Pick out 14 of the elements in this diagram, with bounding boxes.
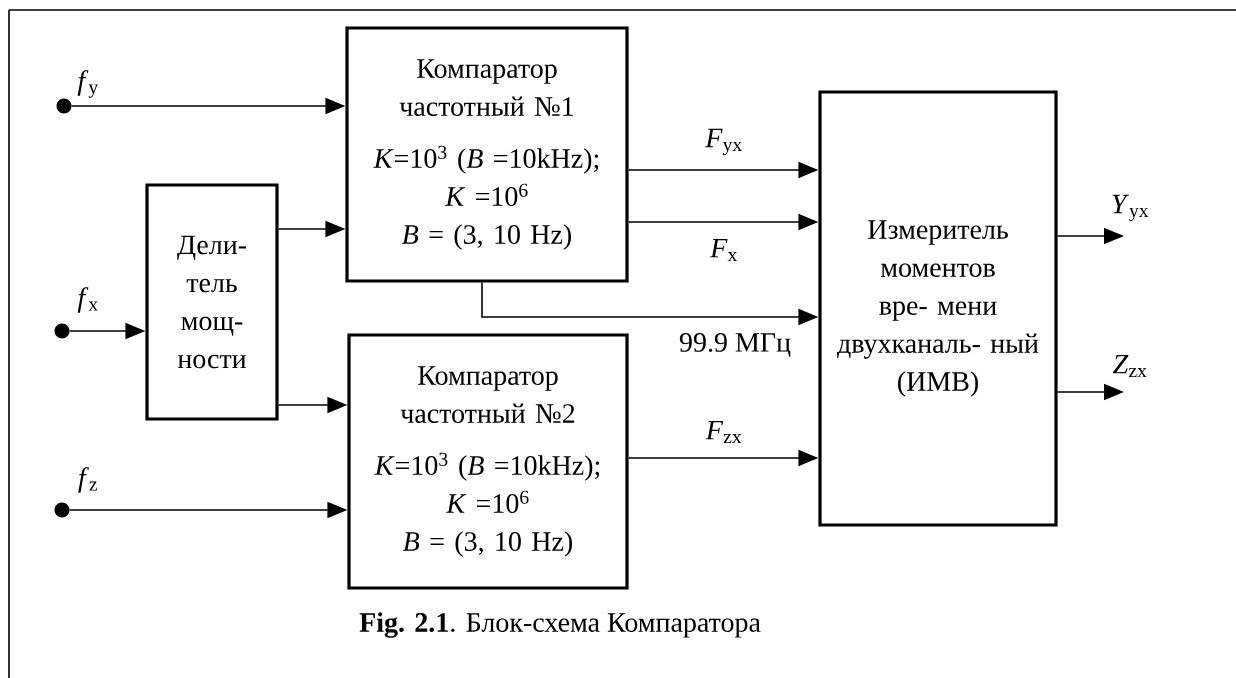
block-box: Дели- тель мощ- ности xyxy=(145,183,279,421)
signal-label: f$_{z}$ xyxy=(78,467,98,493)
edge-label: F$_{yx}$ xyxy=(704,127,744,157)
figure-caption: Fig. 2.1. Блок-схема Компаратора xyxy=(359,612,761,638)
edge-label: F$_{x}$ xyxy=(709,237,739,263)
block-box: Измеритель моментов вре- мени двухканаль- ный (ИМВ) xyxy=(818,90,1058,527)
edge-label: 99.9 МГц xyxy=(678,332,793,358)
edge-label: Y$_{yx}$ xyxy=(1109,193,1151,223)
edge-label: F$_{zx}$ xyxy=(704,419,744,445)
block-box: Компаратор частотный №2 K=10$^{3}$ (B =10kHz); K =10$^{6}$ B = (3, 10 Hz) xyxy=(347,333,629,590)
signal-label: f$_{x}$ xyxy=(77,287,98,313)
edge-label: Z$_{zx}$ xyxy=(1111,353,1149,379)
signal-label: f$_{y}$ xyxy=(77,70,99,98)
block-box: Компаратор частотный №1 K=10$^{3}$ (B =10kHz); K =10$^{6}$ B = (3, 10 Hz) xyxy=(345,26,629,283)
